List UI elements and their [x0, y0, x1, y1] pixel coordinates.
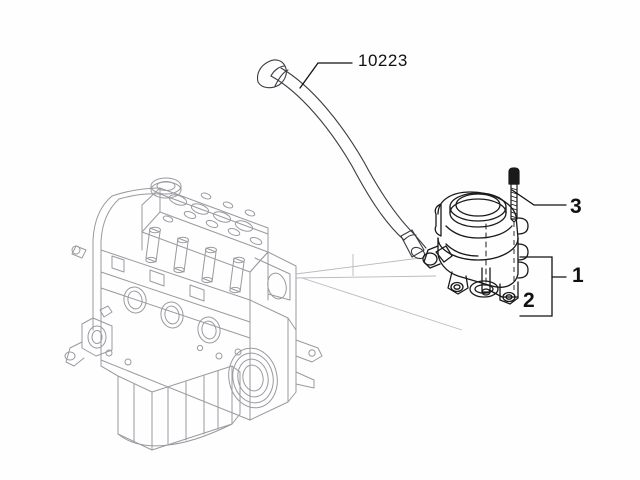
crank-seal-bore: [228, 347, 278, 409]
callout-part-number-10223: 10223: [358, 51, 408, 70]
leader-item-3: [511, 189, 567, 206]
callout-item-1: 1: [572, 264, 584, 287]
mount-bracket: [295, 339, 323, 389]
water-pump-housing: [64, 305, 113, 367]
leader-item-2: [488, 289, 519, 298]
bellhousing-flange: [249, 251, 297, 421]
callout-item-2: 2: [523, 289, 535, 312]
leader-10223: [299, 62, 353, 89]
engine-block: [64, 177, 323, 451]
bracket-item-1: [519, 256, 553, 317]
vacuum-hose: [256, 59, 427, 260]
cap-screw: [508, 167, 520, 292]
oil-pan: [100, 347, 241, 451]
assembly-guide-lines: [295, 254, 463, 331]
oil-filler-neck: [150, 177, 182, 199]
port-runners: [145, 226, 245, 294]
vacuum-pump: [422, 191, 529, 305]
callout-item-3: 3: [570, 195, 582, 218]
leader-lines: [299, 62, 567, 317]
o-ring: [469, 280, 499, 298]
